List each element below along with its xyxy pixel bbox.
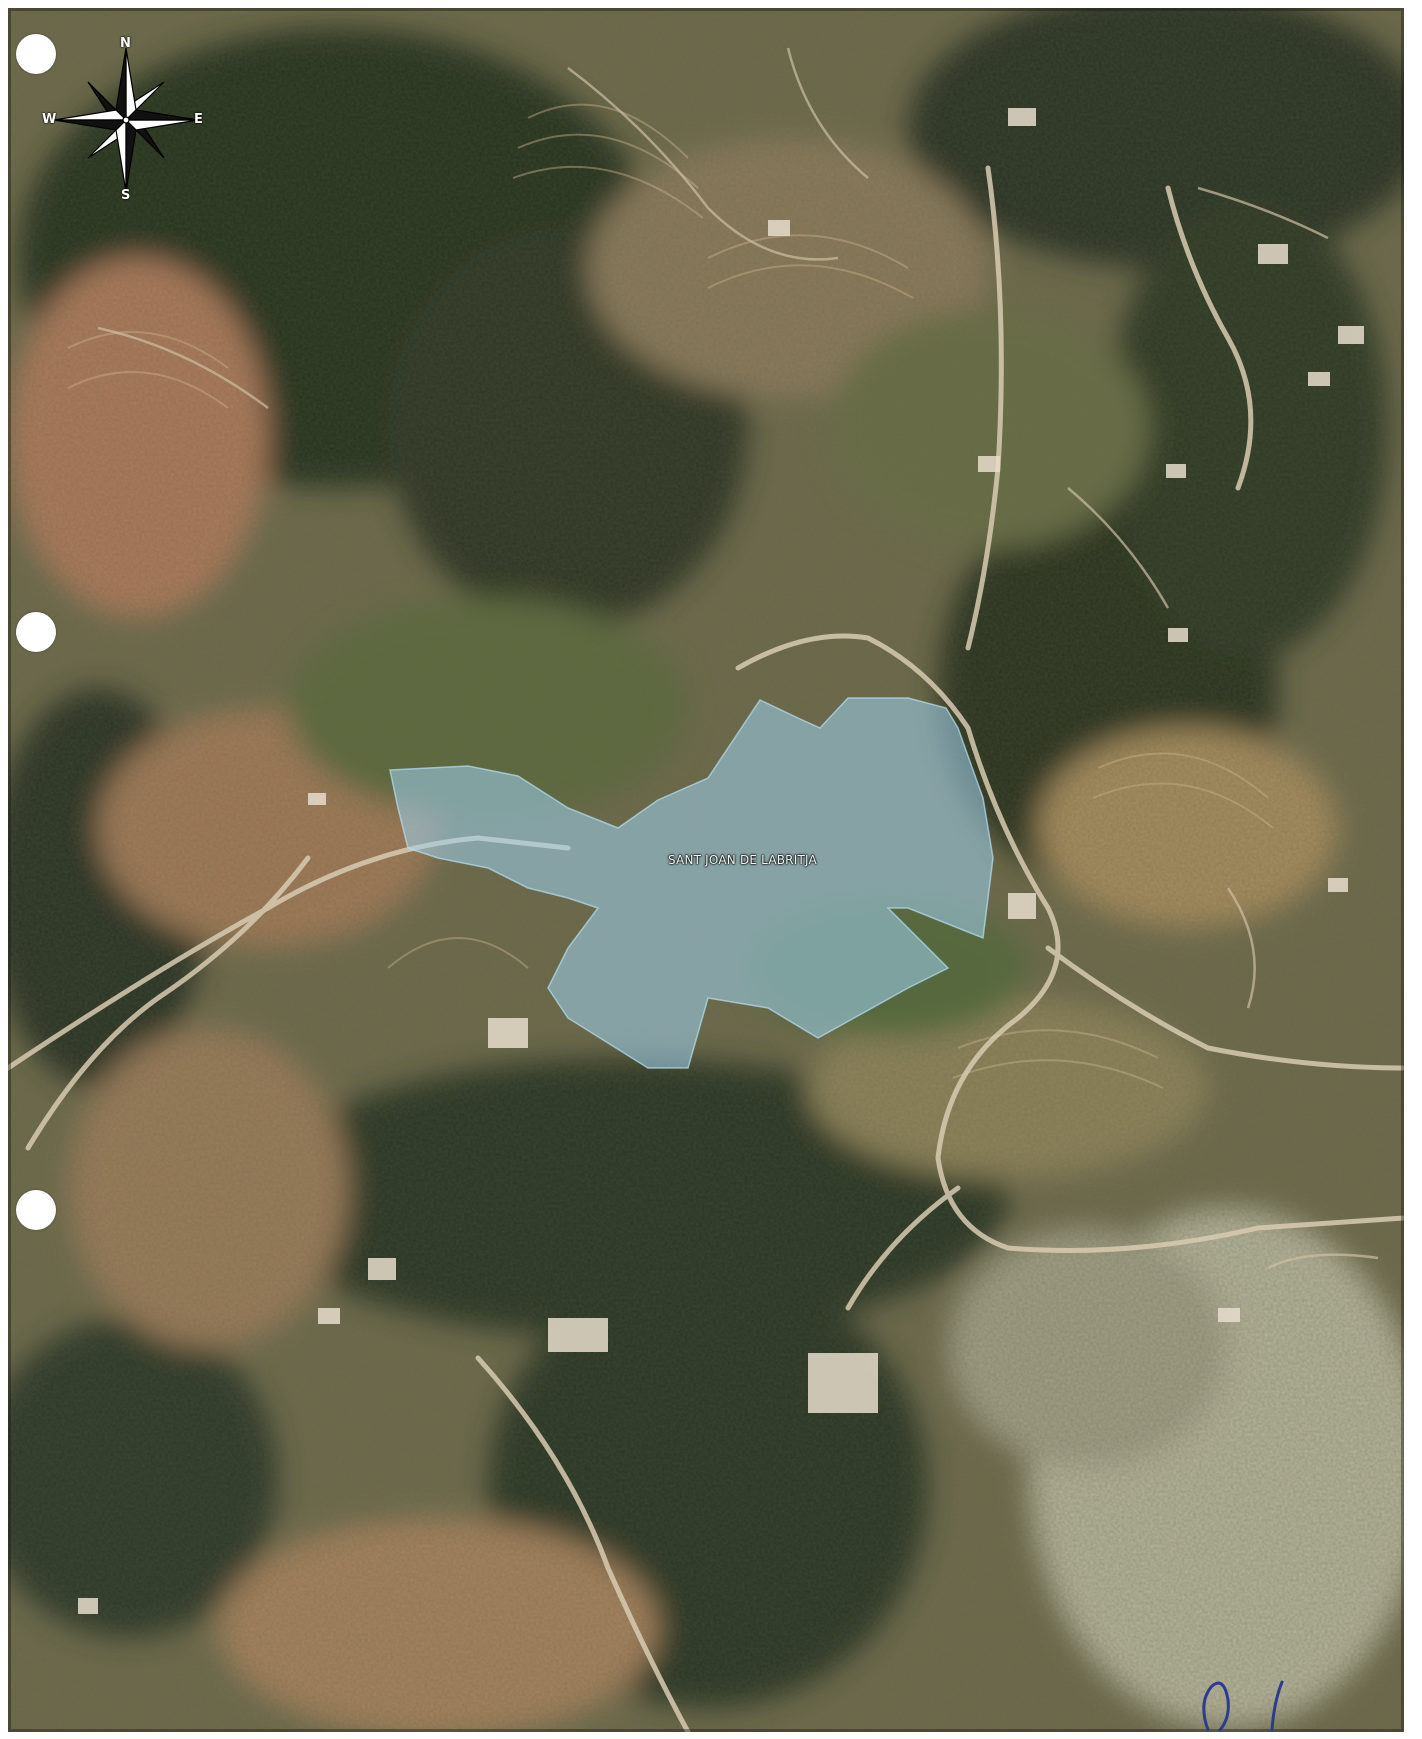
- settlement-highlight: [389, 697, 994, 1069]
- compass-east-label: E: [194, 112, 203, 127]
- terraces: [67, 103, 1274, 1089]
- compass-west-label: W: [42, 112, 57, 127]
- handwritten-signature-icon: [1202, 1680, 1284, 1732]
- punch-hole-middle: [16, 612, 56, 652]
- punch-hole-top: [16, 34, 56, 74]
- compass-north-label: N: [120, 36, 131, 51]
- compass-rose-icon: N S W E: [36, 30, 216, 210]
- aerial-map: [8, 8, 1404, 1732]
- compass-south-label: S: [121, 188, 131, 203]
- punch-hole-bottom: [16, 1190, 56, 1230]
- tracks: [97, 47, 1379, 1270]
- aerial-photo: [8, 8, 1404, 1732]
- place-label: SANT JOAN DE LABRITJA: [668, 853, 817, 867]
- roads: [8, 165, 1404, 1732]
- buildings: [78, 108, 1364, 1614]
